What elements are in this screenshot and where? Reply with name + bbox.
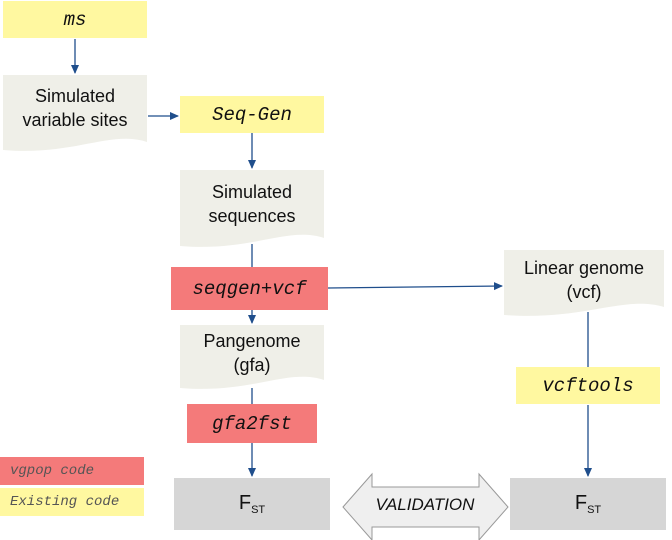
linear-genome-doc: Linear genome (vcf) <box>504 256 664 304</box>
simulated-sequences-doc: Simulated sequences <box>180 180 324 228</box>
fst-left-box: FST <box>174 478 330 530</box>
ms-label: ms <box>63 8 87 31</box>
simulated-sites-doc-shape <box>3 75 147 151</box>
linear-genome-line2: (vcf) <box>566 282 602 302</box>
legend-vgpop-label: vgpop code <box>10 463 95 479</box>
legend-existing-label: Existing code <box>10 494 120 510</box>
seqgen-box: Seq-Gen <box>180 96 324 133</box>
gfa2fst-label: gfa2fst <box>212 412 292 435</box>
arrow-seqgenvcf-to-linear <box>327 282 503 291</box>
linear-genome-line1: Linear genome <box>523 258 645 278</box>
simulated-sites-doc: Simulated variable sites <box>3 84 147 132</box>
simulated-sequences-doc-shape <box>180 170 324 247</box>
fst-right-box: FST <box>510 478 666 530</box>
simulated-sequences-line2: sequences <box>208 206 296 226</box>
vcftools-box: vcftools <box>516 367 660 404</box>
validation-double-arrow <box>342 472 509 540</box>
pangenome-line2: (gfa) <box>233 355 271 375</box>
validation-label: VALIDATION <box>375 495 475 514</box>
linear-genome-doc-shape <box>504 250 664 316</box>
simulated-sites-line2: variable sites <box>22 110 128 130</box>
legend-vgpop-code: vgpop code <box>0 457 144 485</box>
gfa2fst-box: gfa2fst <box>187 404 317 443</box>
pangenome-line1: Pangenome <box>203 331 301 351</box>
vcftools-label: vcftools <box>542 374 634 397</box>
fst-left-label: FST <box>238 492 266 516</box>
pangenome-doc-shape <box>180 325 324 389</box>
legend-existing-code: Existing code <box>0 488 144 516</box>
pangenome-doc: Pangenome (gfa) <box>180 329 324 377</box>
seqgen-vcf-label: seqgen+vcf <box>192 277 307 300</box>
seqgen-vcf-box: seqgen+vcf <box>171 267 328 310</box>
simulated-sites-line1: Simulated <box>34 86 116 106</box>
ms-box: ms <box>3 1 147 38</box>
fst-right-label: FST <box>574 492 602 516</box>
seqgen-label: Seq-Gen <box>212 103 292 126</box>
simulated-sequences-line1: Simulated <box>211 182 293 202</box>
